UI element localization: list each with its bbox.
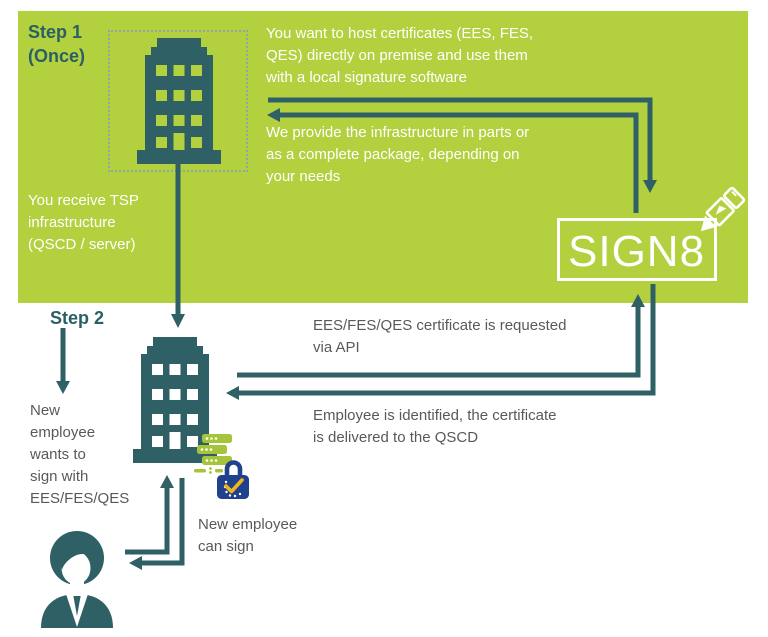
step1-label: Step 1 (Once): [28, 22, 86, 66]
signing-pen-icon: [700, 186, 746, 232]
receive-tsp-text: You receive TSP infrastructure (QSCD / s…: [28, 192, 139, 253]
arrowhead-down-infra: [171, 314, 185, 328]
sign8-logo-box: SIGN8: [557, 218, 717, 281]
office-building-icon: [137, 38, 221, 164]
step2-label: Step 2: [50, 308, 105, 328]
server-stack-icon: [194, 434, 232, 474]
sign8-logo-text: SIGN8: [568, 227, 706, 276]
host-certificates-text: You want to host certificates (EES, FES,…: [266, 25, 534, 86]
new-employee-wants-text: New employee wants to sign with EES/FES/…: [30, 402, 130, 507]
arrowhead-up-person: [160, 475, 174, 488]
provide-infrastructure-text: We provide the infrastructure in parts o…: [266, 124, 530, 185]
certificate-requested-text: EES/FES/QES certificate is requested via…: [313, 317, 567, 356]
arrowhead-down-step2: [56, 381, 70, 394]
can-sign-text: New employee can sign: [198, 516, 298, 555]
employee-person-icon: [41, 531, 113, 628]
secure-lock-check-icon: [217, 460, 249, 499]
arrowhead-left-person: [129, 556, 142, 570]
employee-identified-text: Employee is identified, the certificate …: [313, 407, 557, 446]
arrowhead-left-deliver: [226, 386, 239, 400]
